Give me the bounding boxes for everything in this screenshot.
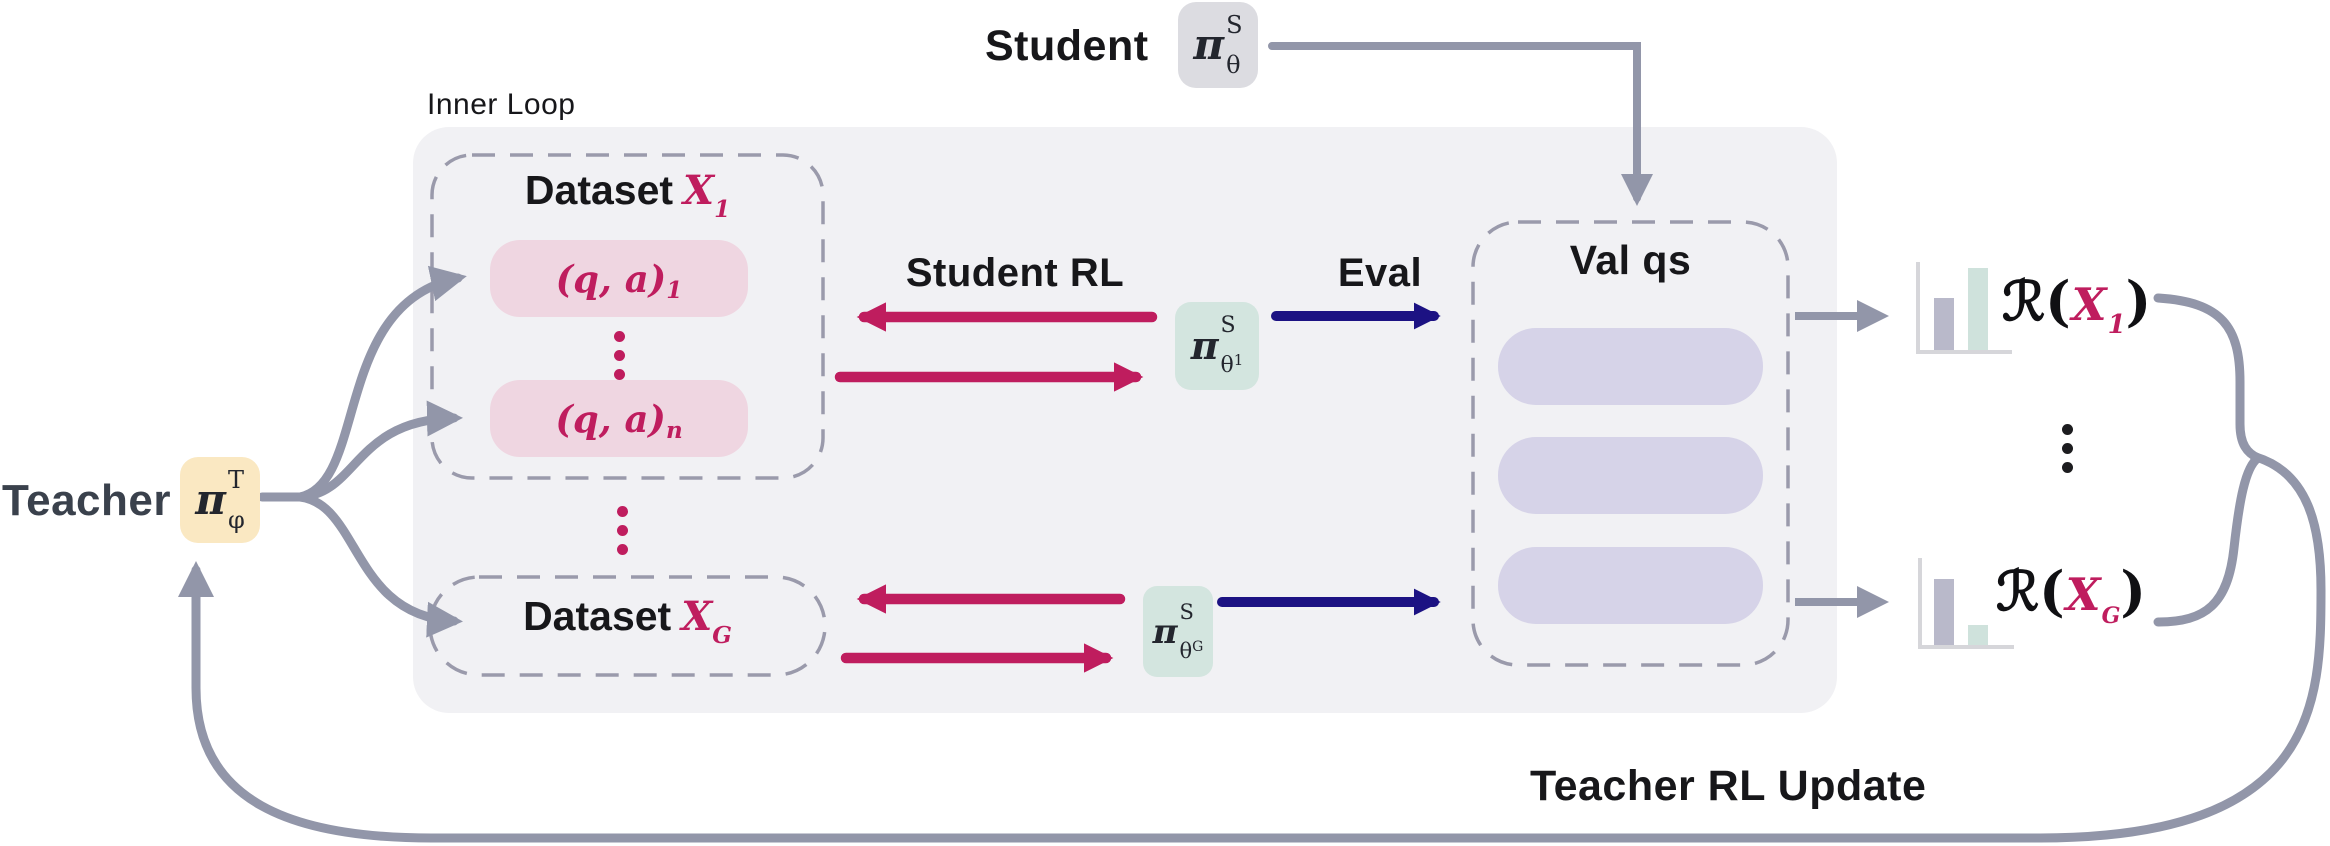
val-question-row [1498, 547, 1763, 624]
teacher-to-qa1-arrow [295, 265, 467, 502]
policy-subscript: θG [1179, 638, 1204, 663]
reward-ellipsis [2062, 424, 2073, 473]
qa-pair-1-text: (q, a) [555, 256, 667, 301]
pi-symbol: π [195, 475, 226, 524]
qa-ellipsis [614, 331, 625, 380]
dataset-1-title-word: Dataset [524, 167, 674, 213]
policy-superscript: S [1226, 11, 1243, 39]
policy-superscript: S [1220, 313, 1236, 338]
policy-superscript: T [227, 466, 244, 494]
reward-G-label: ℛ( X G ) [1996, 558, 2146, 629]
policy-subscript: θ1 [1220, 351, 1244, 378]
policy-subscript: φ [227, 506, 245, 534]
student-policy-stepG-box: π S θG [1143, 586, 1213, 677]
qa-pair-n-text: (q, a) [555, 396, 666, 441]
reward-1-chart-icon [1916, 262, 2012, 354]
dataset-1-title: Dataset X 1 [432, 167, 823, 223]
reward-dataset-subscript: 1 [2107, 310, 2126, 340]
val-question-row [1498, 437, 1763, 514]
val-qs-dashed-border [1471, 220, 1790, 667]
student-policy-step1-box: π S θ1 [1175, 302, 1259, 390]
pi-symbol: π [1190, 323, 1219, 368]
eval-label: Eval [1337, 251, 1423, 295]
reward-1-label: ℛ( X 1 ) [2002, 268, 2152, 340]
reward-dataset-symbol: X [2065, 568, 2101, 621]
dataset-G-title-word: Dataset [523, 593, 672, 639]
policy-subscript: θ [1226, 51, 1241, 79]
reward-close-paren: ) [2125, 269, 2152, 333]
dataset-G-symbol-subscript: G [712, 622, 732, 649]
reward-close-paren: ) [2120, 559, 2146, 623]
dataset-G-symbol: X [681, 593, 713, 640]
teacher-to-qan-arrow [295, 400, 463, 502]
qa-pair-1: (q, a) 1 [490, 240, 748, 317]
dataset-1-dashed-border [430, 153, 825, 480]
dataset-1-symbol-subscript: 1 [714, 196, 731, 223]
inner-loop-label: Inner Loop [427, 88, 576, 121]
dataset-1-symbol: X [683, 167, 715, 214]
dataset-ellipsis [617, 506, 628, 555]
policy-superscript: S [1179, 599, 1194, 624]
reward-function-symbol: ℛ( [1996, 559, 2065, 623]
val-question-row [1498, 328, 1763, 405]
teacher-rl-update-label: Teacher RL Update [1530, 762, 1927, 810]
qa-pair-n-subscript: n [665, 417, 683, 444]
teacher-label: Teacher [2, 476, 171, 525]
pi-symbol: π [1193, 20, 1225, 69]
val-qs-title: Val qs [1569, 237, 1692, 283]
reward-function-symbol: ℛ( [2002, 269, 2071, 333]
teacher-to-datasetG-arrow [295, 492, 463, 638]
dataset-G-title: Dataset X G [430, 593, 825, 649]
student-label: Student [985, 22, 1149, 70]
reward1-loop-curve [2153, 293, 2263, 463]
teacher-rl-update-arrow [178, 452, 2326, 843]
student-rl-label: Student RL [905, 251, 1125, 295]
qa-pair-1-subscript: 1 [666, 277, 683, 304]
pi-symbol: π [1152, 611, 1178, 652]
reward-dataset-symbol: X [2071, 278, 2107, 331]
student-policy-box: π S θ [1178, 2, 1258, 88]
teacher-policy-box: π T φ [180, 457, 260, 543]
qa-pair-n: (q, a) n [490, 380, 748, 457]
reward-G-chart-icon [1918, 558, 2014, 649]
reward-dataset-subscript: G [2101, 603, 2121, 629]
rewardG-loop-curve [2153, 453, 2263, 627]
student-to-valqs-arrow [1268, 42, 1653, 206]
